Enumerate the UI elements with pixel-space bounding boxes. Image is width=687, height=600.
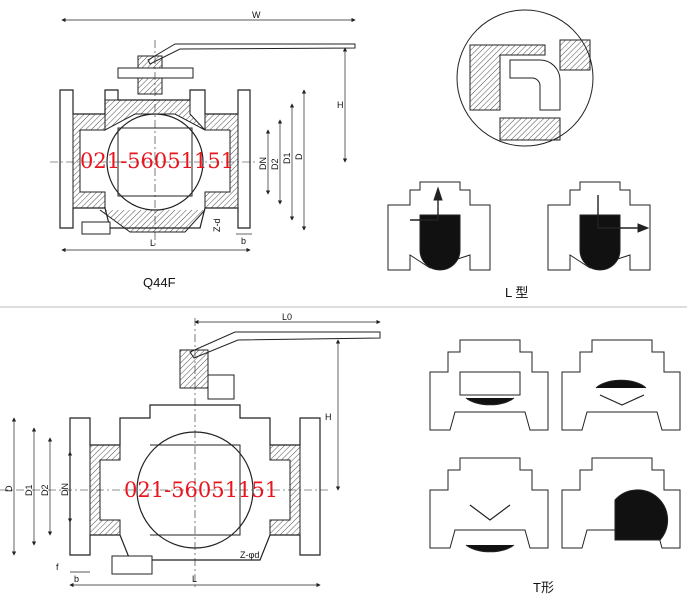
top-watermark: 021-56051151 — [80, 149, 234, 173]
bottom-dim-l: L — [192, 574, 197, 584]
top-bore — [117, 127, 193, 197]
top-dim-zd: Z-d — [212, 219, 222, 233]
bottom-dim-labels: L0 H D D1 D2 DN Z-φd f b L — [4, 312, 332, 584]
top-dim-l: L — [150, 238, 155, 248]
bottom-valve-section — [0, 318, 381, 590]
top-handle — [147, 43, 356, 65]
top-bonnet-wall — [104, 99, 206, 131]
top-bottom-cover — [99, 209, 206, 233]
top-dim-w: W — [252, 10, 261, 20]
bottom-dim-zphid: Z-φd — [240, 550, 259, 560]
bottom-handle — [189, 331, 381, 359]
bottom-dim-h: H — [325, 412, 332, 422]
bottom-dim-d1: D1 — [24, 484, 34, 496]
top-l-port-left — [387, 181, 491, 271]
bottom-t-port-2 — [561, 339, 681, 431]
top-dim-d1: D1 — [282, 152, 292, 164]
bottom-port-type-label: T形 — [533, 580, 554, 595]
top-dim-b: b — [241, 236, 246, 246]
bottom-t-port-3 — [429, 457, 549, 553]
top-l-port-right — [547, 181, 651, 271]
bottom-dim-dn: DN — [60, 483, 70, 496]
bottom-dim-l0: L0 — [282, 312, 292, 322]
bottom-t-port-4 — [561, 457, 681, 549]
bottom-dim-d: D — [4, 485, 14, 492]
top-right-flange-wall — [204, 113, 239, 209]
bottom-dim-b: b — [74, 574, 79, 584]
top-valve-section — [50, 17, 356, 253]
bottom-left-wall — [89, 444, 121, 536]
bottom-t-port-1 — [429, 339, 549, 431]
top-gland-plate — [117, 67, 194, 79]
top-model-label: Q44F — [143, 275, 176, 290]
top-dim-d2: D2 — [270, 158, 280, 170]
top-port-type-label: L 型 — [505, 285, 528, 300]
top-dim-d: D — [294, 153, 304, 160]
top-dim-labels: W H L DN D2 D1 D Z-d b Q44F — [143, 10, 344, 290]
top-bolt — [81, 221, 111, 235]
bottom-bolt — [111, 555, 153, 575]
top-detail-view — [456, 9, 594, 147]
bottom-right-wall — [269, 444, 301, 536]
top-dim-dn: DN — [258, 157, 268, 170]
bottom-gland — [207, 374, 235, 400]
top-dim-h: H — [337, 100, 344, 110]
bottom-stem — [179, 349, 209, 389]
bottom-dim-d2: D2 — [40, 484, 50, 496]
bottom-dim-f: f — [56, 562, 59, 572]
bottom-watermark: 021-56051151 — [124, 478, 278, 502]
